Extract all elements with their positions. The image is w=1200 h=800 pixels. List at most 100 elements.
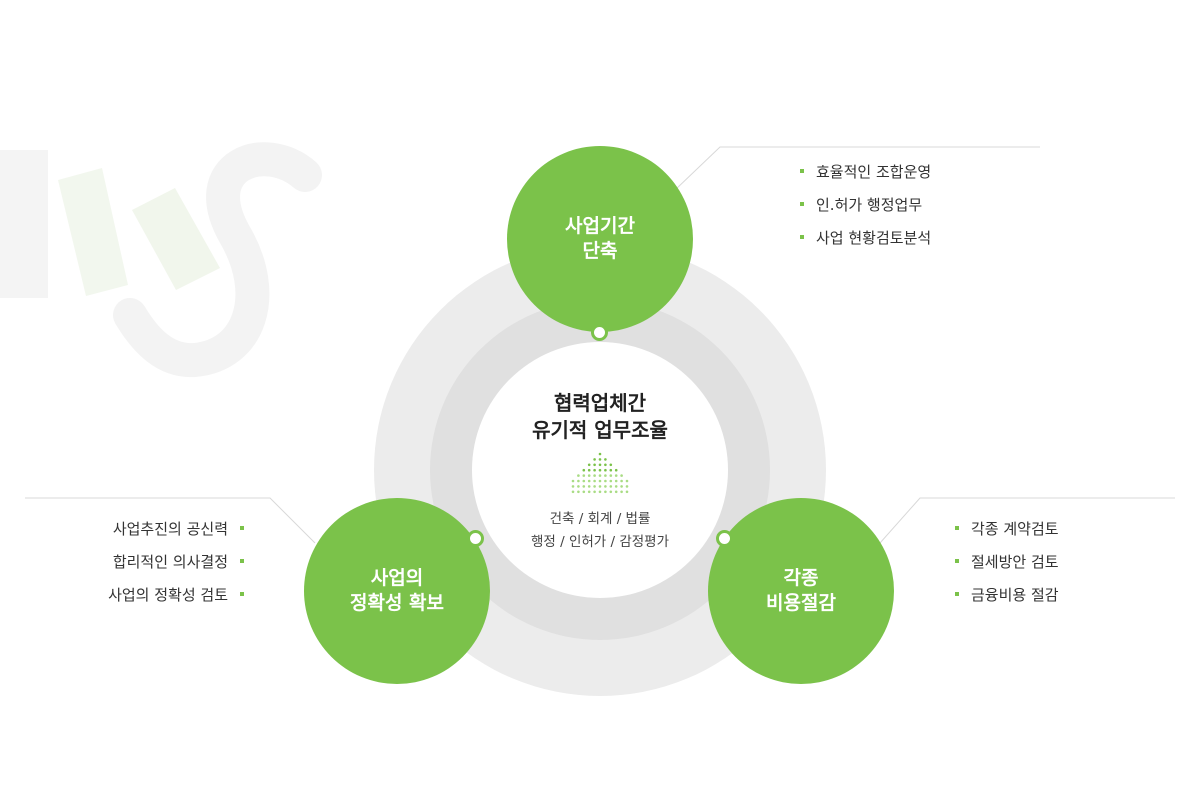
- dot: [604, 479, 607, 483]
- hs-logo-watermark-icon: [0, 142, 322, 378]
- dot: [604, 485, 607, 488]
- list-item: 사업추진의 공신력: [60, 513, 244, 546]
- dot: [582, 468, 586, 472]
- circle-schedule-reduction: 사업기간 단축: [507, 146, 693, 332]
- dot: [577, 485, 580, 488]
- dot: [604, 474, 607, 477]
- list-item: 각종 계약검토: [955, 513, 1059, 546]
- dot: [598, 458, 602, 461]
- dot: [609, 463, 613, 467]
- circle-top-line2: 단축: [582, 240, 618, 262]
- list-item: 효율적인 조합운영: [800, 156, 931, 189]
- dot: [587, 474, 591, 477]
- dot: [593, 474, 596, 477]
- bullet-square-icon: [955, 525, 959, 530]
- dot: [604, 463, 607, 467]
- dot: [620, 485, 623, 488]
- dot: [582, 474, 586, 477]
- dot: [598, 474, 602, 477]
- dot: [609, 479, 613, 483]
- center-subtitle: 건축 / 회계 / 법률 행정 / 인허가 / 감정평가: [480, 508, 720, 554]
- list-item: 금융비용 절감: [955, 579, 1059, 612]
- dot: [577, 479, 580, 483]
- list-item: 합리적인 의사결정: [60, 546, 244, 579]
- center-title-line1: 협력업체간: [554, 391, 646, 415]
- dot: [609, 474, 613, 477]
- dot: [587, 479, 591, 483]
- dot: [614, 468, 618, 472]
- dot: [582, 485, 586, 488]
- dot: [609, 490, 613, 494]
- connector-line-right: [879, 497, 1175, 544]
- dot-triangle-icon: [571, 452, 629, 494]
- center-title: 협력업체간 유기적 업무조율: [500, 390, 700, 444]
- dot: [571, 490, 575, 494]
- list-item: 사업 현황검토분석: [800, 222, 931, 255]
- dot: [593, 463, 596, 467]
- dot: [571, 479, 575, 483]
- dot: [614, 474, 618, 477]
- center-sub-line2: 행정 / 인허가 / 감정평가: [530, 534, 670, 550]
- list-left: 사업추진의 공신력 합리적인 의사결정 사업의 정확성 검토: [60, 513, 244, 612]
- circle-top-line1: 사업기간: [565, 215, 635, 237]
- dot: [593, 458, 596, 461]
- connector-line-left: [25, 497, 316, 544]
- dot: [625, 490, 629, 494]
- dot: [598, 485, 602, 488]
- dot: [587, 468, 591, 472]
- dot: [577, 474, 580, 477]
- dot: [609, 468, 613, 472]
- dot: [598, 479, 602, 483]
- bullet-square-icon: [955, 591, 959, 596]
- dot: [598, 490, 602, 494]
- bullet-square-icon: [240, 525, 244, 530]
- dot: [614, 485, 618, 488]
- list-item: 절세방안 검토: [955, 546, 1059, 579]
- dot: [593, 485, 596, 488]
- dot: [577, 490, 580, 494]
- center-title-line2: 유기적 업무조율: [532, 418, 668, 442]
- ring-node-left: [467, 530, 484, 547]
- bullet-square-icon: [955, 558, 959, 563]
- dot: [620, 479, 623, 483]
- dot: [598, 468, 602, 472]
- dot: [593, 490, 596, 494]
- dot: [593, 468, 596, 472]
- dot: [625, 479, 629, 483]
- circle-right-line2: 비용절감: [766, 592, 836, 614]
- dot: [587, 463, 591, 467]
- dot: [604, 490, 607, 494]
- dot: [598, 452, 602, 456]
- connector-line-top: [674, 146, 1040, 191]
- dot: [614, 490, 618, 494]
- dot: [604, 458, 607, 461]
- dot: [587, 490, 591, 494]
- dot: [571, 485, 575, 488]
- circle-left-line2: 정확성 확보: [349, 592, 444, 614]
- circle-right-line1: 각종: [783, 567, 819, 589]
- circle-left-line1: 사업의: [370, 567, 424, 589]
- dot: [625, 485, 629, 488]
- circle-accuracy: 사업의 정확성 확보: [304, 498, 490, 684]
- dot: [620, 490, 623, 494]
- list-right: 각종 계약검토 절세방안 검토 금융비용 절감: [955, 513, 1059, 612]
- list-item: 사업의 정확성 검토: [60, 579, 244, 612]
- bullet-square-icon: [800, 168, 804, 173]
- dot: [593, 479, 596, 483]
- list-top: 효율적인 조합운영 인.허가 행정업무 사업 현황검토분석: [800, 156, 931, 255]
- dot: [582, 490, 586, 494]
- dot: [587, 485, 591, 488]
- dot: [609, 485, 613, 488]
- bullet-square-icon: [800, 201, 804, 206]
- dot: [614, 479, 618, 483]
- bullet-square-icon: [240, 591, 244, 596]
- center-sub-line1: 건축 / 회계 / 법률: [549, 511, 651, 527]
- dot: [582, 479, 586, 483]
- bullet-square-icon: [800, 234, 804, 239]
- circle-cost-saving: 각종 비용절감: [708, 498, 894, 684]
- list-item: 인.허가 행정업무: [800, 189, 931, 222]
- dot: [604, 468, 607, 472]
- dot: [598, 463, 602, 467]
